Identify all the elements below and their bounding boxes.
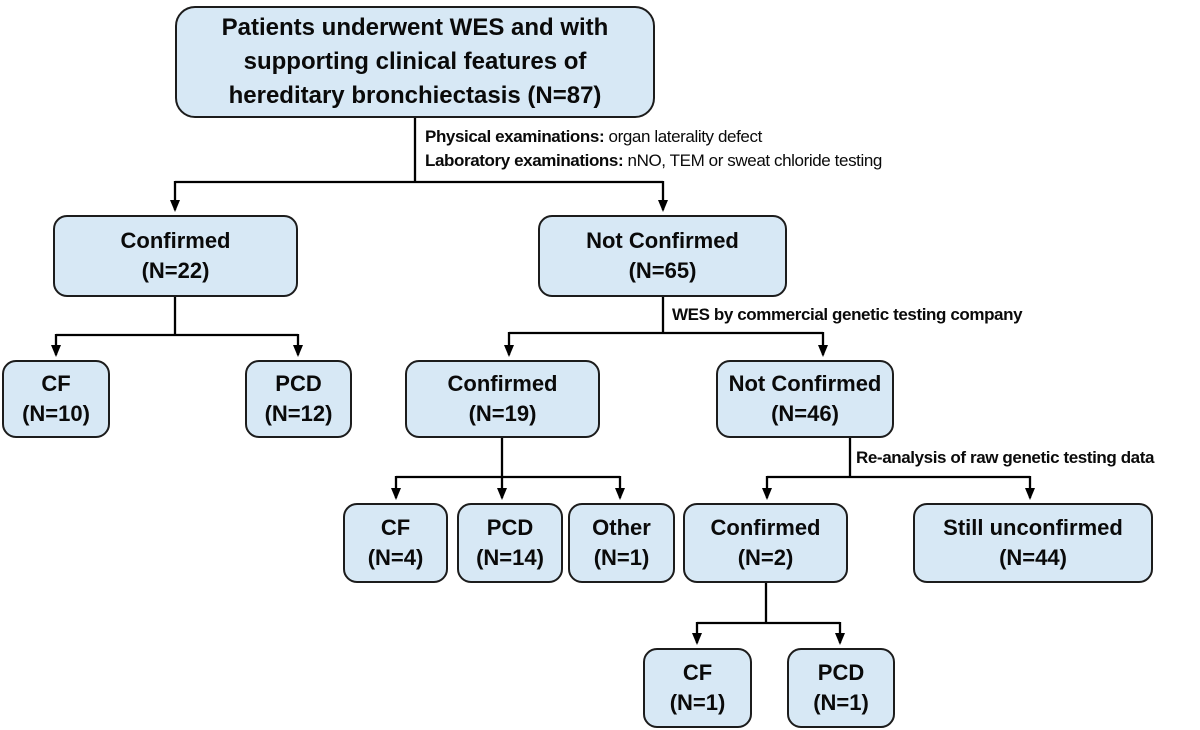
node-confirmed-n19: Confirmed (N=19): [405, 360, 600, 438]
node-count: (N=65): [628, 258, 697, 283]
annotation-label: Laboratory examinations:: [425, 151, 624, 170]
node-label: Confirmed: [447, 371, 558, 397]
node-cf-n4: CF (N=4): [343, 503, 448, 583]
node-count: (N=12): [264, 401, 333, 426]
node-label: CF: [41, 371, 71, 397]
annotation-label: Physical examinations:: [425, 127, 605, 146]
node-not-confirmed-n65: Not Confirmed (N=65): [538, 215, 787, 297]
node-title-line: supporting clinical features of: [243, 47, 587, 75]
node-count: (N=10): [22, 401, 90, 426]
node-count: (N=1): [669, 690, 726, 715]
node-not-confirmed-n46: Not Confirmed (N=46): [716, 360, 894, 438]
node-label: Still unconfirmed: [943, 515, 1123, 541]
annotation-text: nNO, TEM or sweat chloride testing: [623, 151, 883, 170]
node-count: (N=2): [737, 545, 794, 570]
node-label: PCD: [275, 371, 322, 397]
node-cf-n1: CF (N=1): [643, 648, 752, 728]
node-label: Not Confirmed: [586, 228, 739, 254]
node-label: Not Confirmed: [728, 371, 882, 397]
node-still-unconfirmed-n44: Still unconfirmed (N=44): [913, 503, 1153, 583]
node-label: Confirmed: [710, 515, 821, 541]
node-patients-wes-n87: Patients underwent WES and with supporti…: [175, 6, 655, 118]
node-label: PCD: [486, 515, 534, 541]
node-pcd-n1: PCD (N=1): [787, 648, 895, 728]
node-count: (N=1): [813, 690, 869, 715]
node-count: (N=4): [367, 545, 424, 570]
node-pcd-n14: PCD (N=14): [457, 503, 563, 583]
node-count: (N=1): [593, 545, 650, 570]
node-count: (N=22): [141, 258, 210, 283]
node-count: (N=44): [999, 545, 1067, 570]
node-label: PCD: [817, 660, 865, 686]
annotation-examinations: Physical examinations: organ laterality …: [425, 125, 882, 173]
annotation-wes-commercial: WES by commercial genetic testing compan…: [672, 305, 1023, 324]
node-title-line: hereditary bronchiectasis (N=87): [228, 82, 602, 110]
annotation-reanalysis: Re-analysis of raw genetic testing data: [856, 448, 1155, 467]
node-label: Other: [592, 515, 651, 541]
node-cf-n10: CF (N=10): [2, 360, 110, 438]
annotation-text: organ laterality defect: [604, 127, 763, 146]
node-count: (N=14): [476, 545, 544, 570]
node-label: Confirmed: [120, 228, 231, 254]
node-count: (N=46): [771, 401, 839, 426]
node-title-line: Patients underwent WES and with: [221, 13, 609, 41]
annotation-line: Laboratory examinations: nNO, TEM or swe…: [425, 149, 882, 173]
node-confirmed-n2: Confirmed (N=2): [683, 503, 848, 583]
node-confirmed-n22: Confirmed (N=22): [53, 215, 298, 297]
node-count: (N=19): [468, 401, 537, 426]
node-other-n1: Other (N=1): [568, 503, 675, 583]
node-label: CF: [380, 515, 411, 541]
node-label: CF: [682, 660, 713, 686]
node-pcd-n12: PCD (N=12): [245, 360, 352, 438]
annotation-line: Physical examinations: organ laterality …: [425, 125, 882, 149]
